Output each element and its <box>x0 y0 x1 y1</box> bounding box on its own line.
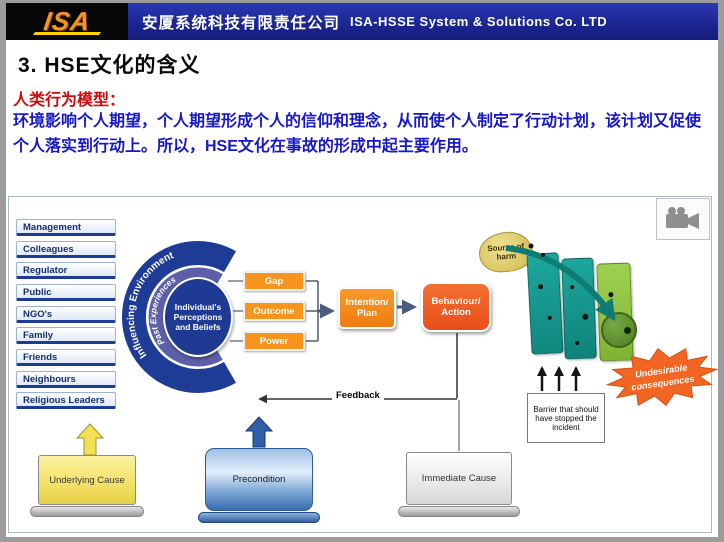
influencer-label: Colleagues <box>16 241 116 258</box>
barrier-panel <box>561 257 597 360</box>
page-title: 3. HSE文化的含义 <box>18 54 201 77</box>
intention-line2: Plan <box>356 308 378 319</box>
influencer-label: NGO's <box>16 306 116 323</box>
feedback-label: Feedback <box>332 390 384 401</box>
incident-circle <box>601 312 637 348</box>
undesirable-consequences-burst: Undesirable consequences <box>606 347 718 407</box>
panel-hole <box>608 292 614 298</box>
panel-hole <box>575 341 580 346</box>
influencer-label: Neighbours <box>16 371 116 388</box>
underlying-cause-box: Underlying Cause <box>38 455 136 505</box>
barrier-panel <box>526 252 564 355</box>
individual-perceptions-ellipse: Individual's Perceptions and Beliefs <box>163 277 233 357</box>
influencer-label: Regulator <box>16 262 116 279</box>
precondition-base <box>198 512 320 523</box>
barrier-note-box: Barrier that should have stopped the inc… <box>527 393 605 443</box>
influencer-label: Public <box>16 284 116 301</box>
factor-box-power: Power <box>243 331 305 351</box>
panel-hole <box>570 285 575 290</box>
header-title-area: 安厦系统科技有限责任公司 ISA-HSSE System & Solutions… <box>128 3 718 40</box>
environment-arcs: Influencing Environment Past Experiences <box>122 241 236 393</box>
behaviour-line2: Action <box>441 307 471 318</box>
influencer-label: Family <box>16 327 116 344</box>
lead-paragraph: 环境影响个人期望，个人期望形成个人的信仰和理念，从而使个人制定了行动计划，该计划… <box>13 113 702 155</box>
company-name-cn: 安厦系统科技有限责任公司 <box>142 14 341 32</box>
immediate-cause-box: Immediate Cause <box>406 452 512 505</box>
lead-label: 人类行为模型： <box>13 92 126 109</box>
panel-hole <box>582 313 589 320</box>
precondition-box: Precondition <box>205 448 313 511</box>
intention-plan-box: Intention/ Plan <box>338 287 396 329</box>
factor-box-outcome: Outcome <box>243 301 305 321</box>
video-camera-icon <box>666 207 699 229</box>
immediate-cause-base <box>398 506 520 517</box>
company-logo: ISA <box>6 3 128 40</box>
panel-hole <box>537 284 544 290</box>
panel-hole <box>547 315 552 320</box>
logo-swoosh-decoration <box>32 32 102 35</box>
influencer-label: Friends <box>16 349 116 366</box>
intention-line1: Intention/ <box>345 297 389 308</box>
factor-box-gap: Gap <box>243 271 305 291</box>
behaviour-line1: Behaviour/ <box>431 296 481 307</box>
incident-dot <box>624 327 631 334</box>
company-name-en: ISA-HSSE System & Solutions Co. LTD <box>350 14 608 29</box>
video-camera-panel <box>656 198 710 240</box>
header-bar: ISA 安厦系统科技有限责任公司 ISA-HSSE System & Solut… <box>6 3 718 40</box>
underlying-cause-base <box>30 506 144 517</box>
influencer-label: Management <box>16 219 116 236</box>
behaviour-action-box: Behaviour/ Action <box>421 282 491 332</box>
influencer-label: Religious Leaders <box>16 392 116 409</box>
